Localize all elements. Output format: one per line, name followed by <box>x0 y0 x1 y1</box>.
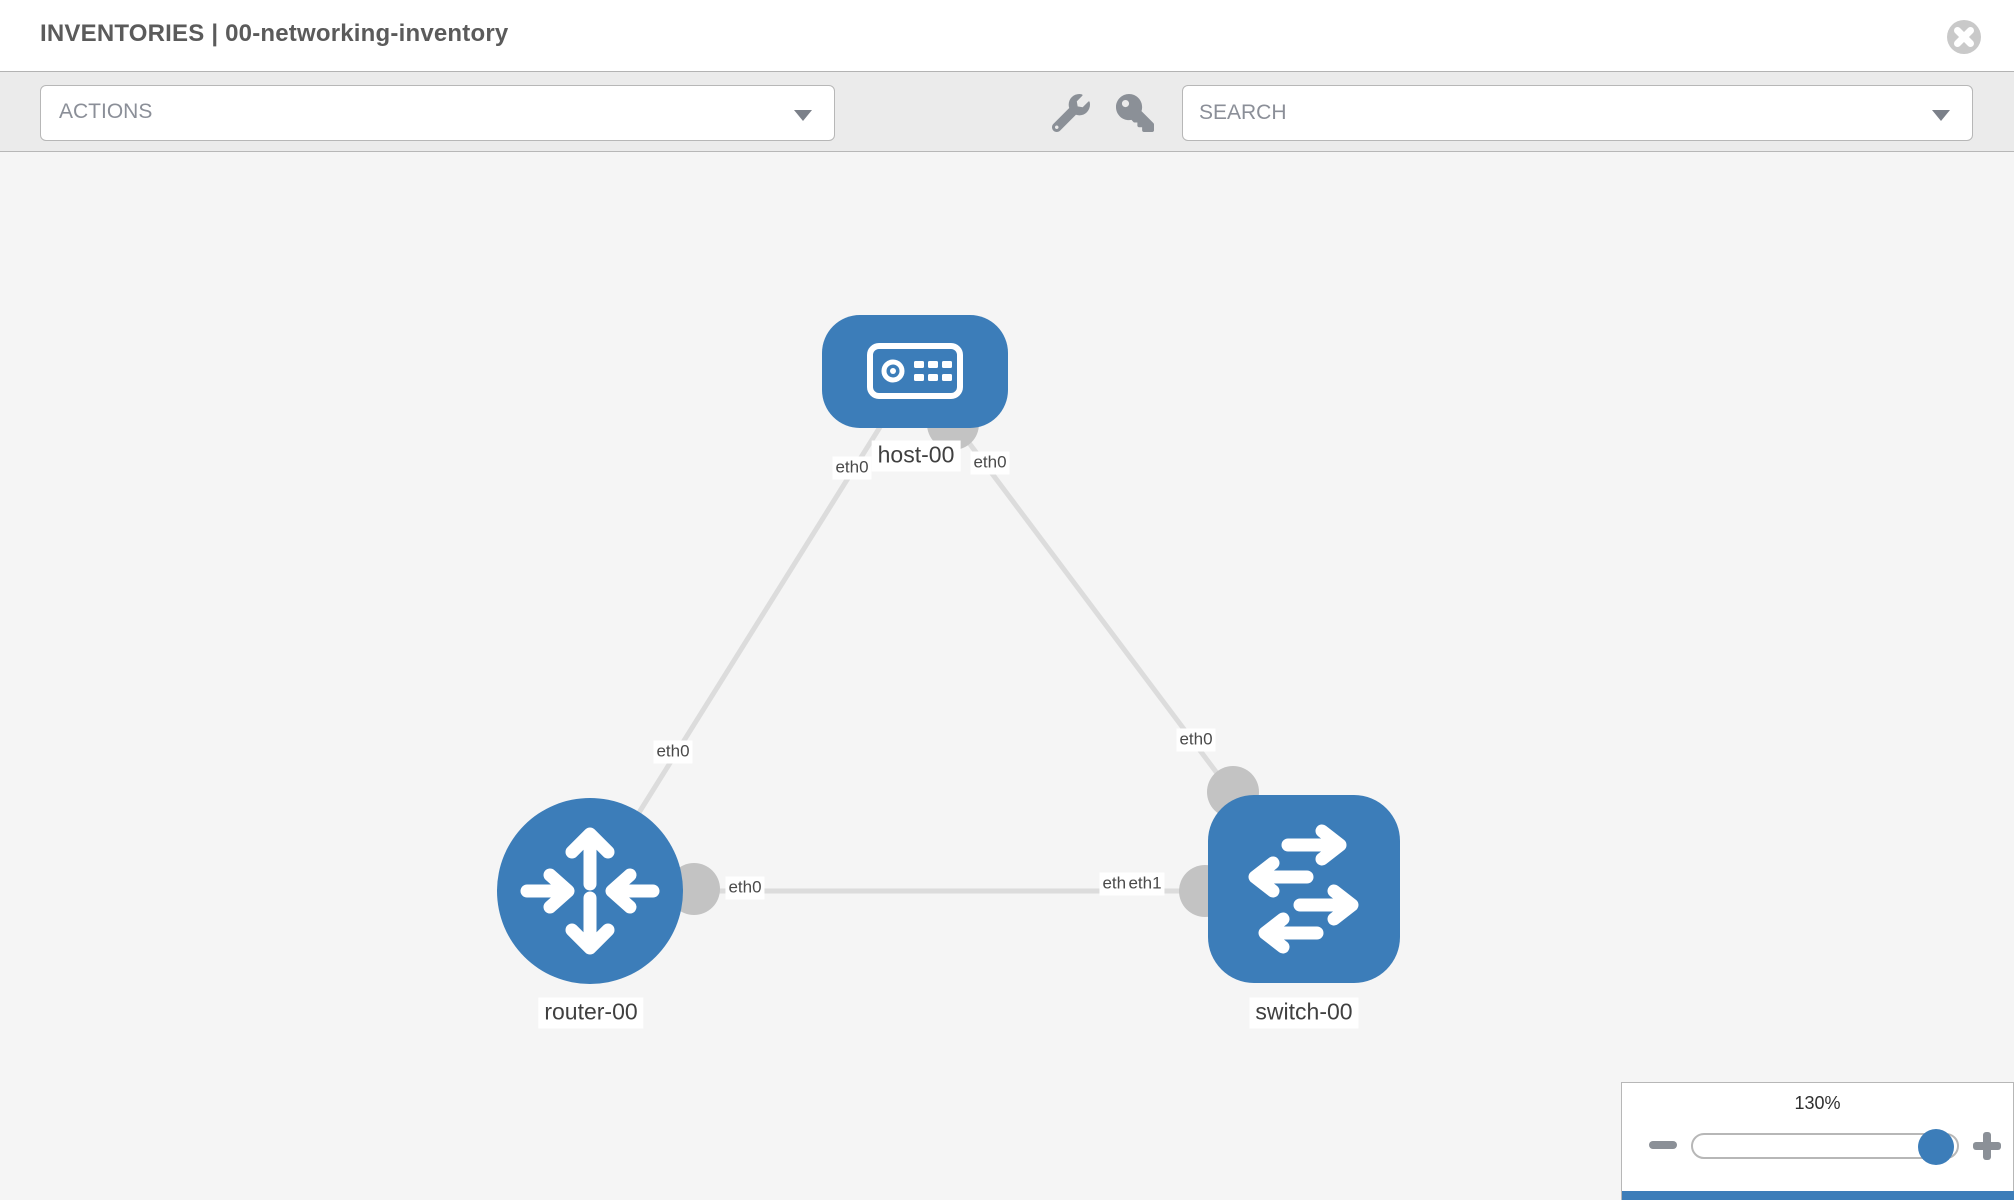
node-router-00[interactable] <box>497 798 683 984</box>
cutoff-panel-top-bar <box>1622 1191 2014 1200</box>
iface-label-router-eth0-right: eth0 <box>725 876 765 900</box>
iface-label-host-eth0-right: eth0 <box>970 451 1010 475</box>
iface-label-host-eth0-left: eth0 <box>832 456 872 480</box>
iface-label-router-eth0-top: eth0 <box>653 740 693 764</box>
node-host-00[interactable] <box>822 315 1008 428</box>
page-title: INVENTORIES | 00-networking-inventory <box>40 20 509 47</box>
actions-dropdown-label: ACTIONS <box>59 100 153 123</box>
zoom-slider-knob[interactable] <box>1918 1129 1954 1165</box>
zoom-panel: 130% <box>1621 1082 2014 1200</box>
zoom-slider-track[interactable] <box>1691 1129 1959 1165</box>
node-switch-00[interactable] <box>1208 795 1400 983</box>
node-label-switch: switch-00 <box>1249 997 1359 1029</box>
minus-icon[interactable] <box>1649 1140 1677 1150</box>
search-input[interactable] <box>1183 86 1972 140</box>
toolbar: ACTIONS <box>0 72 2014 152</box>
iface-label-switch-eth0-top: eth0 <box>1176 728 1216 752</box>
router-arrows-icon <box>520 827 660 955</box>
modal-header: INVENTORIES | 00-networking-inventory <box>0 0 2014 72</box>
node-label-router: router-00 <box>538 997 644 1029</box>
plus-icon[interactable] <box>1972 1131 2002 1161</box>
search-box <box>1182 85 1973 141</box>
actions-dropdown[interactable]: ACTIONS <box>40 85 835 141</box>
port-group <box>668 398 1259 917</box>
iface-label-switch-eth1: eth1 <box>1125 872 1165 896</box>
topology-canvas[interactable]: host-00 router-00 switch-00 eth0 eth0 et… <box>0 152 2014 1200</box>
node-label-host: host-00 <box>871 440 961 472</box>
wrench-icon[interactable] <box>1052 94 1090 132</box>
key-icon[interactable] <box>1116 94 1154 132</box>
zoom-level: 130% <box>1794 1093 1841 1113</box>
chevron-down-icon <box>1932 110 1950 121</box>
server-icon <box>867 343 963 399</box>
close-icon[interactable] <box>1946 19 1982 55</box>
chevron-down-icon <box>794 110 812 121</box>
switch-arrows-icon <box>1248 824 1359 954</box>
